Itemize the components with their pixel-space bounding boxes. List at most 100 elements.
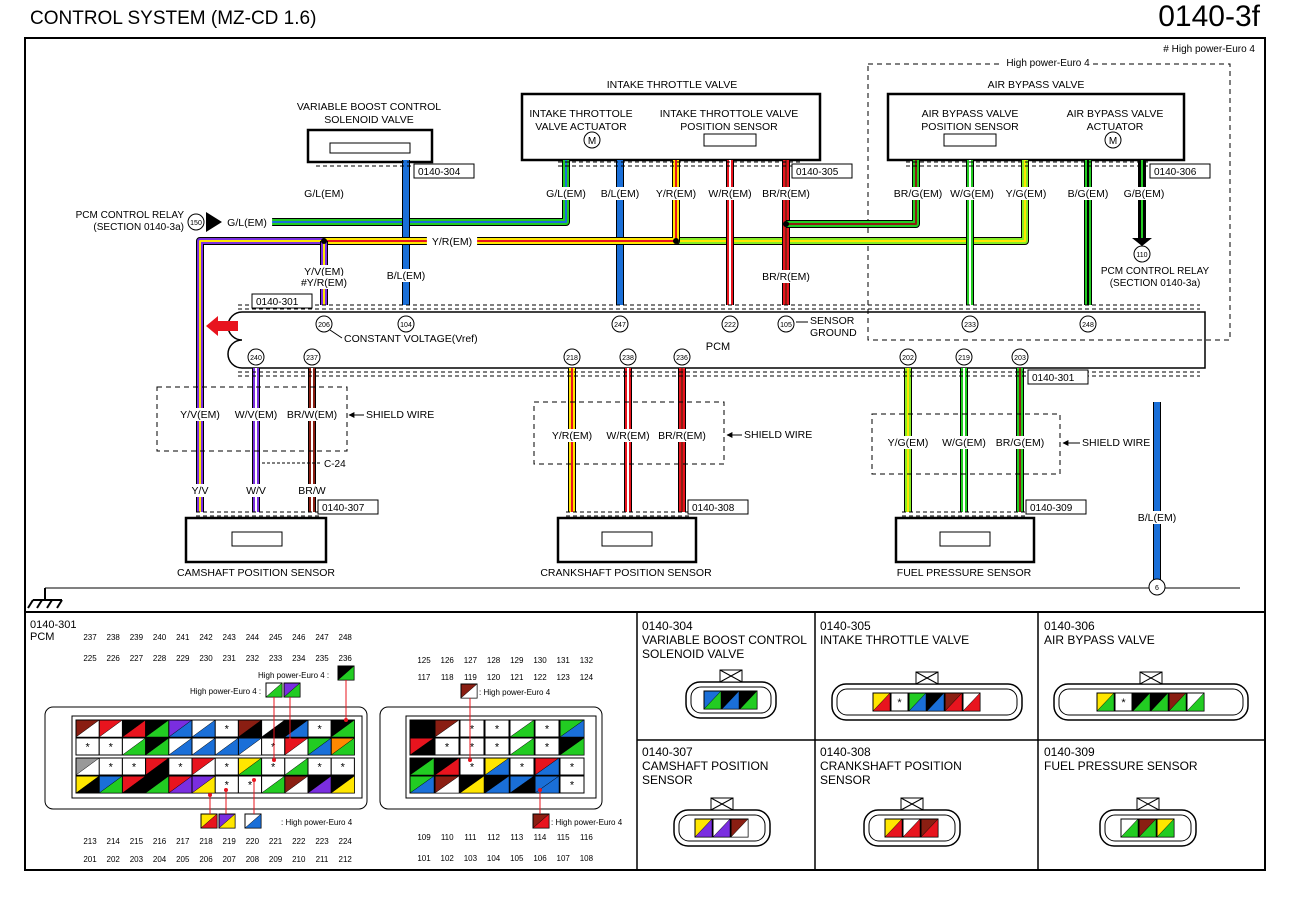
plug-307-inner: [678, 814, 766, 842]
pin-number: 114: [534, 833, 547, 842]
pin-cell-split: [509, 775, 535, 794]
panel-306: AIR BYPASS VALVE: [1044, 633, 1155, 647]
pin-cell-split: [920, 818, 939, 838]
panel-304: 0140-304: [642, 619, 693, 633]
panel-304: SOLENOID VALVE: [642, 647, 744, 661]
label-bg: [653, 429, 711, 442]
pin-number: 232: [246, 654, 260, 663]
wire-label: Y/V(EM): [180, 409, 220, 421]
pin-number: 224: [339, 837, 353, 846]
terminal-label: 236: [676, 355, 688, 362]
plug-305-inner: [836, 688, 1018, 716]
pcm-connector-large: [44, 706, 368, 810]
label-bg: [230, 408, 282, 421]
panel-308: SENSOR: [820, 773, 871, 787]
label-bg: [650, 187, 702, 200]
label-bg: [244, 484, 268, 497]
pin-number: 203: [130, 855, 144, 864]
pin-cell-split: [703, 690, 722, 710]
terminal: [961, 315, 979, 333]
wire-label: Y/R(EM): [656, 188, 696, 200]
pin-cell-split: [884, 818, 903, 838]
pin-number: 211: [316, 855, 329, 864]
wire-label: W/V: [246, 485, 266, 497]
pin-number: 102: [441, 854, 455, 863]
pin-cell-split: [1186, 692, 1205, 712]
pin-cell-split: [944, 692, 963, 712]
pin-number: 228: [153, 654, 167, 663]
pin-number: 242: [199, 633, 213, 642]
pin-number: 208: [246, 855, 260, 864]
pin-number: 244: [246, 633, 260, 642]
pin-number: 207: [223, 855, 237, 864]
pin-number: 209: [269, 855, 283, 864]
tag-305-text: 0140-305: [796, 167, 839, 178]
terminal: [303, 348, 321, 366]
pin-cell: [534, 737, 560, 756]
latch-icon: [900, 797, 924, 811]
pin-number: 248: [339, 633, 353, 642]
svg-text:AIR BYPASS VALVE: AIR BYPASS VALVE: [1067, 108, 1164, 120]
pin-number: 245: [269, 633, 283, 642]
wire-label: W/G(EM): [942, 437, 986, 449]
pin-star: *: [545, 724, 550, 736]
label-bg: [889, 187, 947, 200]
terminal: [187, 213, 205, 231]
pin-number: 230: [199, 654, 213, 663]
pin-cell-split: [434, 719, 460, 738]
panel-305: 0140-305: [820, 619, 871, 633]
leader-dot: [252, 778, 256, 782]
pin-cell-split: [484, 775, 510, 794]
pin-number: 222: [292, 837, 306, 846]
label-bg: [757, 187, 815, 200]
pin-number: 105: [510, 854, 524, 863]
terminal: [1133, 245, 1151, 263]
pin-number: 220: [246, 837, 260, 846]
pin-number: 238: [107, 633, 121, 642]
pin-star: *: [470, 762, 475, 774]
pin-star: *: [570, 762, 575, 774]
svg-text:INTAKE THROTTOLE: INTAKE THROTTOLE: [529, 108, 632, 120]
pin-number: 103: [464, 854, 478, 863]
vbc-box: [306, 128, 434, 164]
pin-cell: [890, 692, 909, 712]
pin-number: 117: [418, 673, 431, 682]
pin-cell-split: [409, 775, 435, 794]
wire-label: BR/R(EM): [762, 188, 810, 200]
pin-star: *: [225, 724, 230, 736]
pin-star: *: [341, 762, 346, 774]
pin-cell: [534, 719, 560, 738]
pin-number: 225: [83, 654, 97, 663]
tag-304: [413, 163, 475, 179]
crank-sensor-box: [556, 516, 698, 564]
pin-number: 226: [107, 654, 121, 663]
label-bg: [295, 276, 353, 289]
wire-label: BR/R(EM): [762, 271, 810, 283]
label-bg: [296, 484, 328, 497]
pin-number: 234: [292, 654, 306, 663]
terminal-label: 222: [724, 322, 736, 329]
terminal-label: 150: [190, 220, 202, 227]
hp-note: High power-Euro 4 :: [190, 687, 261, 696]
pin-number: 107: [557, 854, 571, 863]
tag-308-text: 0140-308: [692, 503, 735, 514]
red-arrow-icon: [206, 316, 238, 336]
terminal-label: 237: [306, 355, 318, 362]
latch-icon: [1139, 671, 1163, 685]
terminal-label: 248: [1082, 322, 1094, 329]
arrow-icon: [1132, 238, 1152, 246]
label-bg: [602, 429, 654, 442]
arrow-icon: [206, 212, 222, 232]
label-bg: [380, 269, 432, 282]
pin-number: 115: [557, 833, 570, 842]
terminal: [1079, 315, 1097, 333]
terminal-label: 202: [902, 355, 914, 362]
pin-cell-split: [532, 813, 550, 829]
pin-cell-split: [409, 737, 435, 756]
junction: [783, 221, 789, 227]
sensor-ground-label: SENSOR: [810, 315, 855, 327]
wire-stripe: [230, 160, 567, 223]
wire-body: [484, 160, 679, 244]
itv-box: [520, 92, 822, 162]
